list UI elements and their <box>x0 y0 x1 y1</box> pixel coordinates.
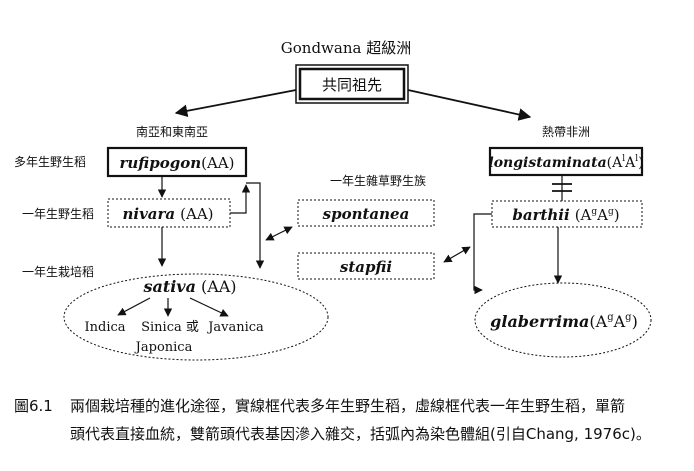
longistaminata-genome-base: (A <box>607 155 623 171</box>
caption-text-1: 兩個栽培種的進化途徑，實線框代表多年生野生稻，虛線框代表一年生野生稻，單箭 <box>70 397 626 415</box>
nivara-name: nivara <box>122 205 175 223</box>
stapfii-box <box>297 252 435 280</box>
double-arrow-sativa-spontanea <box>265 226 293 241</box>
group-javanica: Javanica <box>206 320 264 335</box>
row-label-annual-cultivated: 一年生栽培稻 <box>22 264 94 279</box>
longistaminata-genome-close: ) <box>638 155 643 171</box>
sativa-label: sativa (AA) <box>142 277 236 296</box>
barthii-name: barthii <box>512 206 570 224</box>
longistaminata-box <box>488 146 644 177</box>
sativa-genome: (AA) <box>201 277 237 296</box>
glaberrima-ellipse <box>474 282 652 358</box>
caption-label: 圖6.1 <box>14 397 53 415</box>
arrow-sativa-indica <box>117 297 151 316</box>
group-japonica: Japonica <box>134 340 193 355</box>
sativa-name: sativa <box>142 277 196 296</box>
ancestor-outer-box <box>295 64 409 104</box>
glaberrima-genome-base: (A <box>589 312 607 331</box>
barthii-genome-base: (A <box>575 206 592 224</box>
bracket-arrow-to-sativa <box>246 182 265 269</box>
arrow-to-asia <box>174 89 297 118</box>
figure-caption: 圖6.1 兩個栽培種的進化途徑，實線框代表多年生野生稻，虛線框代表一年生野生稻，單… <box>14 392 684 448</box>
glaberrima-sup1: g <box>607 312 614 323</box>
region-africa-label: 熱帶非洲 <box>542 125 590 139</box>
barthii-genome-mid: A <box>596 206 608 224</box>
group-sinica: Sinica 或 <box>141 320 199 335</box>
ancestor-label: 共同祖先 <box>322 76 382 94</box>
caption-line-1: 圖6.1 兩個栽培種的進化途徑，實線框代表多年生野生稻，虛線框代表一年生野生稻，單… <box>14 392 684 420</box>
stapfii-label: stapfii <box>340 258 392 276</box>
arrow-sativa-javanica <box>189 297 229 317</box>
weed-group-label: 一年生雜草野生族 <box>330 173 426 188</box>
spontanea-box <box>297 199 435 227</box>
longistaminata-sup2: l <box>635 154 638 164</box>
gondwana-label: Gondwana 超級洲 <box>281 39 411 57</box>
glaberrima-genome-mid: A <box>613 312 626 331</box>
row-label-perennial: 多年生野生稻 <box>14 155 86 169</box>
rufipogon-label: rufipogon(AA) <box>120 154 235 172</box>
barthii-sup2: g <box>608 207 614 217</box>
longistaminata-sup1: l <box>622 154 625 164</box>
barthii-genome-close: ) <box>614 206 620 224</box>
caption-text-2: 頭代表直接血統，雙箭頭代表基因滲入雜交，括弧內為染色體組(引自Chang, 19… <box>70 425 651 443</box>
glaberrima-sup2: g <box>625 312 632 323</box>
longistaminata-label: longistaminata(AlAl) <box>488 154 643 171</box>
longistaminata-name: longistaminata <box>488 155 606 171</box>
longistaminata-genome-mid: A <box>624 155 636 171</box>
evolution-diagram: Gondwana 超級洲 共同祖先 南亞和東南亞 熱帶非洲 多年生野生稻 一年生… <box>14 39 652 361</box>
bracket-arrow-nivara-rufipogon <box>230 184 251 214</box>
nivara-label: nivara (AA) <box>122 205 213 223</box>
double-arrow-stapfii-barthii <box>443 246 471 263</box>
glaberrima-name: glaberrima <box>490 312 589 331</box>
rufipogon-name: rufipogon <box>120 154 202 172</box>
bracket-arrow-barthii-glaberrima <box>473 213 492 295</box>
caption-line-2: 頭代表直接血統，雙箭頭代表基因滲入雜交，括弧內為染色體組(引自Chang, 19… <box>14 420 684 448</box>
ancestor-inner-box <box>298 67 406 101</box>
rufipogon-genome: (AA) <box>201 154 234 172</box>
nivara-genome: (AA) <box>180 205 213 223</box>
arrow-to-africa <box>407 89 532 121</box>
group-indica: Indica <box>84 320 125 335</box>
glaberrima-label: glaberrima(AgAg) <box>490 312 638 331</box>
spontanea-label: spontanea <box>323 205 410 223</box>
rufipogon-box <box>106 146 248 178</box>
barthii-label: barthii(AgAg) <box>512 206 619 224</box>
glaberrima-genome-close: ) <box>632 312 638 331</box>
row-label-annual-wild: 一年生野生稻 <box>22 207 94 221</box>
sativa-ellipse <box>63 273 329 361</box>
barthii-sup1: g <box>591 207 597 217</box>
region-asia-label: 南亞和東南亞 <box>136 124 208 139</box>
